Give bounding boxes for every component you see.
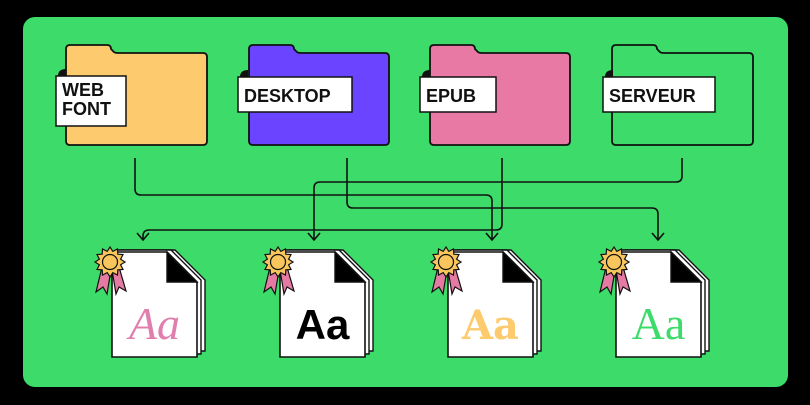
document-fold: [670, 250, 703, 283]
font-document-doc-4: Aa: [597, 245, 710, 358]
font-sample-text: Aa: [632, 298, 686, 349]
font-sample-text: Aa: [126, 298, 180, 349]
folder-label-box: [419, 76, 497, 113]
folder-serveur: SERVEUR: [602, 44, 754, 146]
connector-line-epub-to-doc-1: [142, 158, 503, 240]
award-badge-icon: [261, 245, 295, 297]
font-document-doc-2: Aa: [261, 245, 374, 358]
award-badge-icon: [597, 245, 631, 297]
document-fold: [166, 250, 199, 283]
arrowhead-icon: [651, 232, 665, 242]
font-document-doc-1: Aa: [93, 245, 206, 358]
label-curl: [605, 70, 613, 77]
folder-label-text: WEB: [62, 80, 104, 100]
connector-group: [134, 158, 683, 242]
folder-label-text: SERVEUR: [609, 86, 696, 106]
label-curl: [240, 70, 248, 77]
badge-center: [437, 253, 455, 271]
font-sample-text: Aa: [296, 301, 350, 348]
connector-line-serveur-to-doc-2: [313, 158, 683, 240]
award-badge-icon: [93, 245, 127, 297]
award-badge-icon: [429, 245, 463, 297]
font-document-doc-3: Aa: [429, 245, 542, 358]
badge-center: [101, 253, 119, 271]
label-curl: [58, 69, 66, 76]
folder-label-box: [55, 75, 127, 127]
document-fold: [334, 250, 367, 283]
arrowhead-icon: [136, 232, 150, 242]
arrowhead-icon: [485, 232, 499, 242]
badge-center: [269, 253, 287, 271]
folder-label-box: [602, 76, 716, 113]
document-fold: [502, 250, 535, 283]
folder-icon: [429, 44, 571, 146]
folder-epub: EPUB: [419, 44, 571, 146]
font-sample-text: Aa: [461, 302, 519, 349]
folder-label-box: [237, 76, 353, 113]
arrowhead-icon: [307, 232, 321, 242]
folder-label-text: EPUB: [426, 86, 476, 106]
badge-center: [605, 253, 623, 271]
folder-label-text: DESKTOP: [244, 86, 331, 106]
label-curl: [422, 70, 430, 77]
folder-label-text: FONT: [62, 99, 111, 119]
folder-desktop: DESKTOP: [237, 44, 390, 146]
